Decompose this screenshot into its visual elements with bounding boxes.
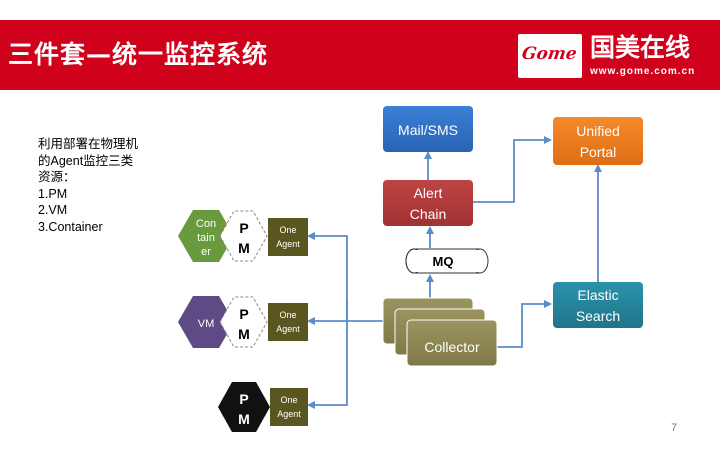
description-line: 的Agent监控三类 — [38, 153, 134, 168]
alert-chain-line1: Alert — [414, 185, 443, 201]
container-node: Con tain er — [178, 210, 234, 262]
portal-label-line2: Portal — [580, 144, 617, 160]
pm-node-row3: P M — [218, 382, 270, 432]
collector-stack: Collector — [382, 297, 498, 367]
page-number: 7 — [671, 422, 678, 434]
one-agent-row2: One Agent — [268, 303, 308, 341]
portal-label-line1: Unified — [576, 123, 620, 139]
container-label-line1: Con — [196, 218, 216, 230]
brand-name: 国美在线 — [590, 33, 691, 62]
one-agent-row1: One Agent — [268, 218, 308, 256]
alert-chain-line2: Chain — [410, 206, 447, 222]
pm-label-p: P — [239, 220, 248, 236]
brand-url: www.gome.com.cn — [590, 66, 696, 77]
one-agent-row3: One Agent — [270, 388, 308, 426]
description-line: 利用部署在物理机 — [38, 137, 139, 151]
description-text: 利用部署在物理机 的Agent监控三类 资源： 1.PM 2.VM 3.Cont… — [38, 136, 138, 235]
elastic-label-line2: Search — [576, 308, 620, 324]
pm-label-m: M — [238, 240, 250, 256]
pm-label-p: P — [239, 391, 248, 407]
header-bar: 三件套—统一监控系统 Gome 国美在线 www.gome.com.cn — [0, 20, 720, 90]
alert-chain-box: Alert Chain — [383, 180, 473, 226]
agent-label-line1: One — [279, 310, 296, 320]
description-line: 2.VM — [38, 203, 68, 217]
pm-node-row1: P M — [219, 210, 268, 262]
elastic-search-box: Elastic Search — [553, 282, 643, 328]
agent-label-line2: Agent — [276, 239, 300, 249]
unified-portal-box: Unified Portal — [553, 117, 643, 165]
arrow-collector-to-agent-top — [307, 232, 348, 300]
pm-node-row2: P M — [219, 296, 268, 348]
agent-label-line1: One — [279, 225, 296, 235]
container-label-line2: tain — [197, 232, 215, 244]
agent-label-line2: Agent — [276, 324, 300, 334]
description-line: 3.Container — [38, 219, 103, 234]
mq-label: MQ — [433, 254, 454, 269]
agent-label-line1: One — [280, 395, 297, 405]
gome-logo: Gome — [518, 34, 582, 78]
pm-label-p: P — [239, 306, 248, 322]
mail-sms-box: Mail/SMS — [383, 106, 473, 152]
pm-label-m: M — [238, 326, 250, 342]
arrow-collector-to-elastic — [497, 300, 552, 348]
mail-sms-label: Mail/SMS — [398, 122, 458, 138]
arrow-alert-chain-to-portal — [473, 136, 552, 203]
container-label-line3: er — [201, 246, 211, 258]
description-line: 1.PM — [38, 186, 68, 201]
collector-label: Collector — [424, 339, 480, 355]
page-title: 三件套—统一监控系统 — [8, 40, 269, 69]
connectors — [307, 136, 602, 409]
mq-queue: MQ — [405, 248, 489, 274]
vm-label: VM — [198, 318, 215, 330]
agent-label-line2: Agent — [277, 409, 301, 419]
description-line: 资源： — [38, 170, 76, 184]
vm-node: VM — [178, 296, 234, 348]
elastic-label-line1: Elastic — [577, 287, 618, 303]
arrow-collector-to-agent-mid — [307, 300, 348, 325]
pm-label-m: M — [238, 411, 250, 427]
arrow-collector-to-agent-bottom — [307, 300, 348, 409]
